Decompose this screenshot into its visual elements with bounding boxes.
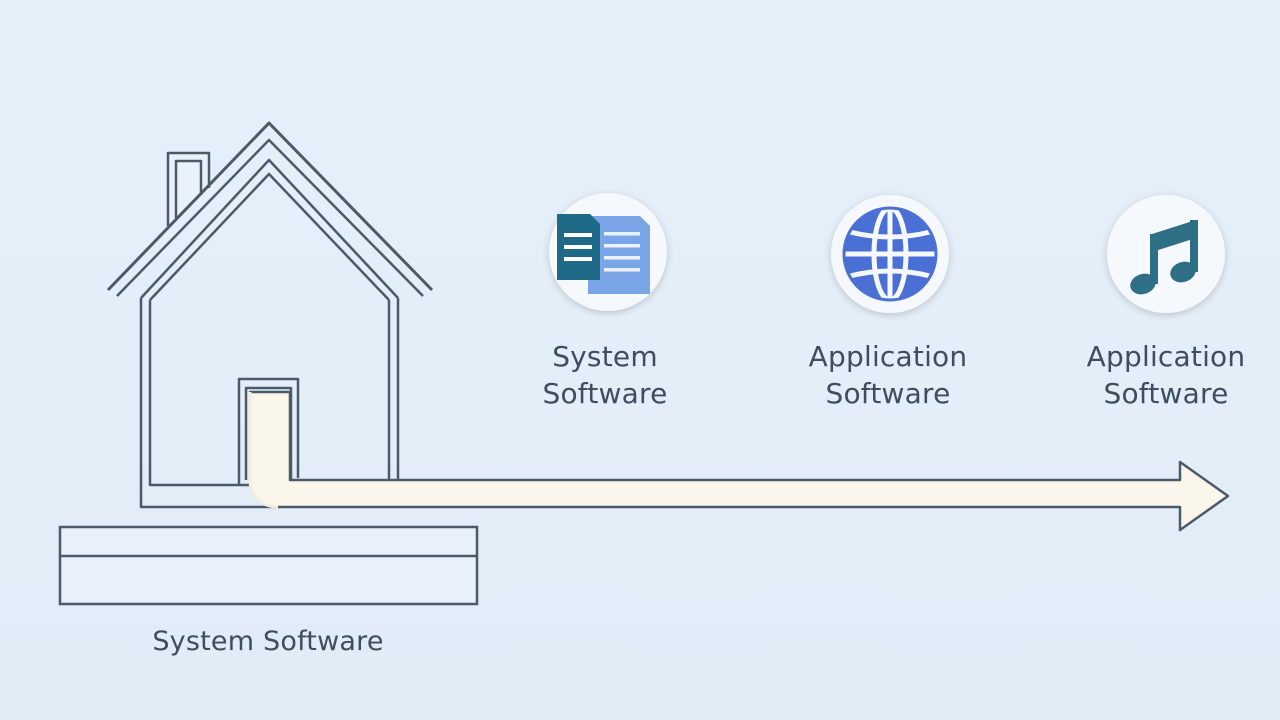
globe-icon — [831, 195, 949, 313]
house-walls — [139, 298, 278, 509]
foundation-label: System Software — [108, 624, 428, 660]
globe-label-line2: Software — [825, 376, 951, 410]
docs-label-line2: Software — [542, 376, 668, 410]
documents-icon — [549, 193, 667, 311]
foundation-label-text: System Software — [152, 626, 384, 657]
music-label-line2: Software — [1103, 376, 1229, 410]
foundation-block — [58, 525, 479, 606]
docs-label-line1: System — [552, 340, 658, 373]
house-icon — [106, 121, 434, 509]
music-note-icon — [1107, 195, 1225, 313]
roof-shape — [106, 121, 434, 292]
door-shape — [237, 377, 300, 485]
music-label-line1: Application — [1086, 340, 1246, 373]
chimney-shape — [166, 151, 211, 226]
globe-icon-label: Application Software — [778, 339, 998, 413]
flow-arrow — [248, 390, 1230, 532]
globe-label-line1: Application — [808, 340, 968, 373]
docs-icon-label: System Software — [500, 339, 710, 413]
music-icon-label: Application Software — [1056, 339, 1276, 413]
